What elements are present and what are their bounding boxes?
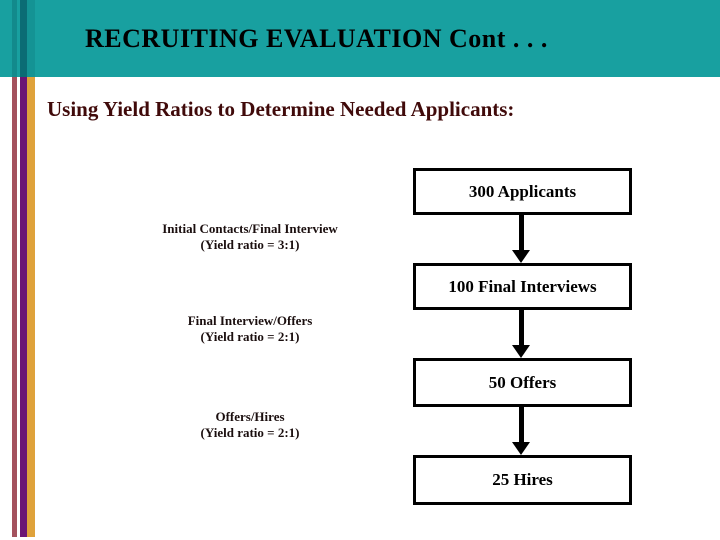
down-arrow-1 — [511, 215, 531, 263]
ratio-label-line1: Initial Contacts/Final Interview — [162, 221, 338, 236]
ratio-label-line2: (Yield ratio = 3:1) — [200, 237, 300, 252]
slide-title: RECRUITING EVALUATION Cont . . . — [85, 23, 548, 53]
down-arrow-2 — [511, 310, 531, 358]
arrow-stem — [518, 215, 524, 250]
arrow-stem — [518, 407, 524, 442]
flow-box-hires: 25 Hires — [413, 455, 632, 505]
header-stripe-shadow-2 — [20, 0, 27, 77]
ratio-label-line1: Final Interview/Offers — [187, 313, 313, 328]
accent-stripe-maroon — [12, 0, 17, 537]
arrow-head-icon — [512, 250, 530, 263]
ratio-label-offers-hires: Offers/Hires (Yield ratio = 2:1) — [135, 409, 365, 441]
header-stripe-shadow-1 — [12, 0, 17, 77]
arrow-head-icon — [512, 442, 530, 455]
flow-box-applicants: 300 Applicants — [413, 168, 632, 215]
header-banner: RECRUITING EVALUATION Cont . . . — [0, 0, 720, 77]
ratio-label-line1: Offers/Hires — [215, 409, 285, 424]
accent-stripe-gold — [27, 0, 35, 537]
flow-box-final-interviews: 100 Final Interviews — [413, 263, 632, 310]
slide-subtitle: Using Yield Ratios to Determine Needed A… — [47, 97, 515, 121]
ratio-label-contacts-interview: Initial Contacts/Final Interview (Yield … — [135, 221, 365, 253]
header-stripe-shadow-3 — [27, 0, 35, 77]
ratio-label-line2: (Yield ratio = 2:1) — [200, 425, 300, 440]
down-arrow-3 — [511, 407, 531, 455]
arrow-head-icon — [512, 345, 530, 358]
accent-stripe-purple — [20, 0, 27, 537]
flow-box-offers: 50 Offers — [413, 358, 632, 407]
ratio-label-line2: (Yield ratio = 2:1) — [200, 329, 300, 344]
arrow-stem — [518, 310, 524, 345]
ratio-label-interview-offers: Final Interview/Offers (Yield ratio = 2:… — [135, 313, 365, 345]
